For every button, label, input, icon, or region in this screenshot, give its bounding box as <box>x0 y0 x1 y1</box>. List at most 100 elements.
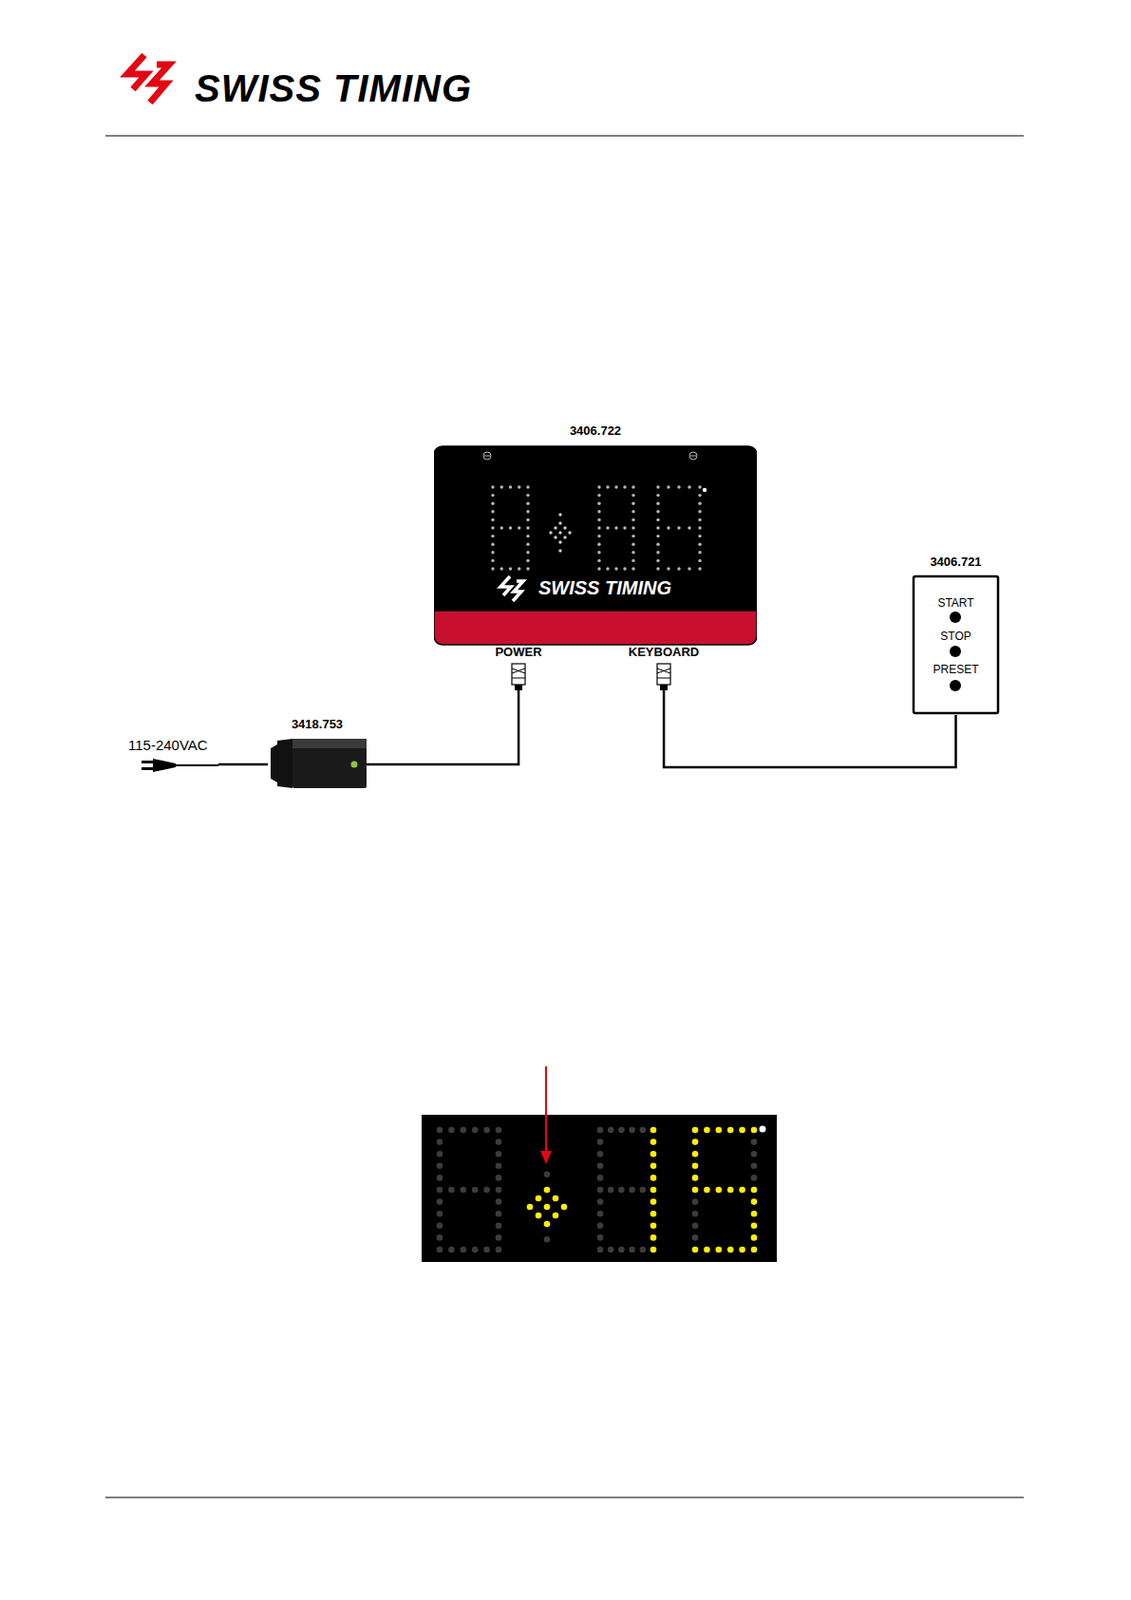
led-dot <box>597 1210 604 1218</box>
led-dot <box>436 1210 444 1218</box>
led-dot <box>526 502 529 506</box>
led-dot <box>751 1187 758 1194</box>
led-dot <box>692 1174 699 1182</box>
led-dot <box>495 1174 503 1182</box>
display-housing <box>433 446 757 645</box>
led-dot <box>490 550 494 554</box>
path-shape <box>512 581 524 602</box>
plug-prong <box>141 760 153 764</box>
led-dot <box>490 566 494 570</box>
connector-label: POWER <box>494 645 542 660</box>
led-dot <box>597 1234 604 1242</box>
led-dot <box>597 543 601 547</box>
led-dot <box>677 526 680 529</box>
led-dot <box>751 1234 758 1242</box>
led-dot <box>631 485 635 489</box>
cable <box>366 690 519 765</box>
colon-dot <box>563 535 566 539</box>
led-dot <box>597 509 601 513</box>
led-dot <box>692 1138 699 1146</box>
led-dot <box>628 1246 636 1254</box>
led-dot <box>738 1187 746 1194</box>
led-dot <box>703 1187 711 1194</box>
led-dot <box>495 1234 503 1242</box>
led-dot <box>692 1150 699 1158</box>
part-number: 3406.722 <box>433 424 757 439</box>
led-dot <box>618 1127 625 1134</box>
led-dot <box>436 1127 444 1134</box>
rect-shape <box>292 738 367 749</box>
power-cord <box>175 764 219 767</box>
led-dot <box>650 1187 658 1194</box>
led-dot <box>460 1187 468 1194</box>
led-dot <box>650 1234 658 1242</box>
cable <box>218 763 268 767</box>
footer-rule <box>105 1497 1024 1499</box>
part-number: 3418.753 <box>267 717 367 733</box>
colon-dot <box>535 1195 543 1203</box>
colon-dot <box>544 1171 551 1179</box>
led-dot <box>677 566 680 570</box>
led-dot <box>526 518 529 522</box>
led-dot <box>490 543 494 547</box>
colon-dot <box>548 530 552 534</box>
led-dot <box>751 1163 758 1170</box>
led-dot <box>650 1150 658 1158</box>
colon-dot <box>527 1204 534 1211</box>
brand-logo: SWISS TIMING <box>528 577 681 600</box>
led-dot <box>751 1210 758 1218</box>
led-dot <box>656 493 660 497</box>
led-dot <box>526 550 529 554</box>
led-dot <box>738 1127 746 1134</box>
led-dot <box>631 493 635 497</box>
cable <box>663 690 956 768</box>
led-dot <box>597 559 601 563</box>
led-dot <box>436 1174 444 1182</box>
led-dot <box>656 518 660 522</box>
led-dot <box>622 566 626 570</box>
led-dot <box>526 543 529 547</box>
colon-dot <box>558 521 562 525</box>
led-dot <box>622 485 626 489</box>
led-dot <box>436 1223 444 1230</box>
led-dot <box>656 566 660 570</box>
button-label: STOP <box>911 630 1000 644</box>
led-dot <box>666 526 670 529</box>
led-dot <box>471 1187 479 1194</box>
led-dot <box>526 559 529 563</box>
led-dot <box>597 1174 604 1182</box>
line-shape <box>690 455 697 457</box>
led-dot <box>697 485 701 489</box>
led-dot <box>697 559 701 563</box>
mains-plug: 115-240VAC <box>128 733 219 777</box>
led-dot <box>597 485 601 489</box>
led-dot <box>628 1187 636 1194</box>
led-dot <box>751 1198 758 1206</box>
brand-logo: SWISS TIMING <box>194 66 472 111</box>
led-dot <box>650 1127 658 1134</box>
led-dot <box>697 550 701 554</box>
led-dot <box>597 1187 604 1194</box>
led-dot <box>751 1150 758 1158</box>
led-dot <box>631 559 635 563</box>
led-dot <box>697 566 701 570</box>
led-dot <box>656 550 660 554</box>
path-shape <box>511 668 526 679</box>
led-dot <box>650 1210 658 1218</box>
led-dot <box>697 493 701 497</box>
led-dot <box>618 1246 625 1254</box>
colon-dot <box>544 1221 551 1228</box>
led-dot <box>526 509 529 513</box>
led-dot <box>517 485 521 489</box>
led-dot <box>622 526 626 529</box>
digit-group <box>490 485 701 570</box>
led-dot <box>495 1187 503 1194</box>
led-dot <box>692 1234 699 1242</box>
led-dot <box>526 566 529 570</box>
led-dot <box>687 485 691 489</box>
cable-connector <box>511 663 526 685</box>
logo-mark <box>500 576 524 602</box>
led-dot <box>597 1138 604 1146</box>
colon-dot <box>552 1195 560 1203</box>
